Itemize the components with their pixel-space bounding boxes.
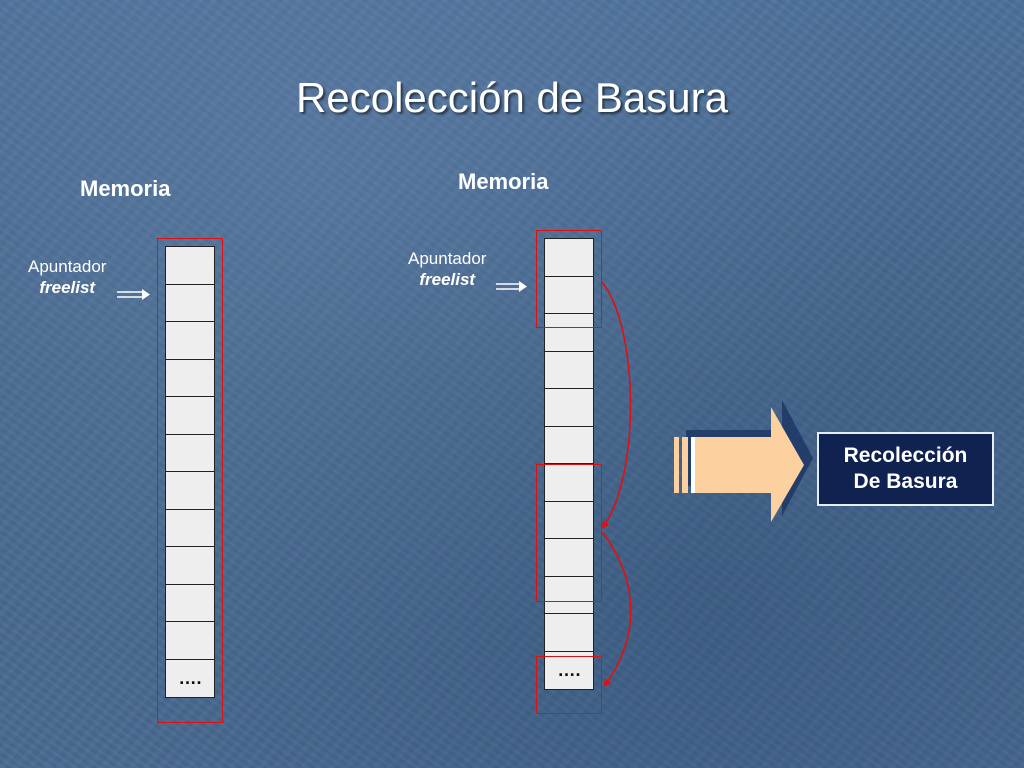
memory-cell [544,538,594,577]
free-block-highlight-1 [536,230,602,328]
memory-cell-ellipsis: …. [165,658,215,698]
memory-cell [544,425,594,465]
left-memory-label: Memoria [80,176,171,201]
left-pointer-label: Apuntador freelist [28,256,106,298]
gc-box-line1: Recolección [843,444,968,467]
right-pointer-label: Apuntador freelist [408,248,486,290]
slide-title: Recolección de Basura [296,74,728,121]
gc-box-line2: De Basura [853,470,958,493]
memory-cell [544,275,594,315]
left-memory-column: …. [165,246,215,698]
memory-cell [544,388,594,427]
left-memory-highlight [157,238,223,723]
memory-cell [165,508,215,548]
right-pointer-freelist: freelist [419,270,476,289]
right-pointer-apuntador: Apuntador [408,249,487,268]
memory-cell-ellipsis: …. [544,650,594,690]
memory-cell [165,321,215,360]
free-block-highlight-3 [536,656,602,714]
memory-cell [544,500,594,540]
memory-cell [165,246,215,285]
memory-cell [544,350,594,390]
garbage-collection-box: Recolección De Basura [817,432,994,506]
memory-cell [165,471,215,510]
freelist-link-1 [601,281,632,529]
memory-cell [165,546,215,585]
left-pointer-apuntador: Apuntador [28,257,107,276]
right-memory-column: …. [544,238,594,690]
left-pointer-freelist: freelist [39,278,96,297]
memory-cell [165,433,215,473]
right-memory-label: Memoria [458,169,549,194]
free-block-highlight-2 [536,464,602,602]
freelist-link-2 [601,531,632,687]
